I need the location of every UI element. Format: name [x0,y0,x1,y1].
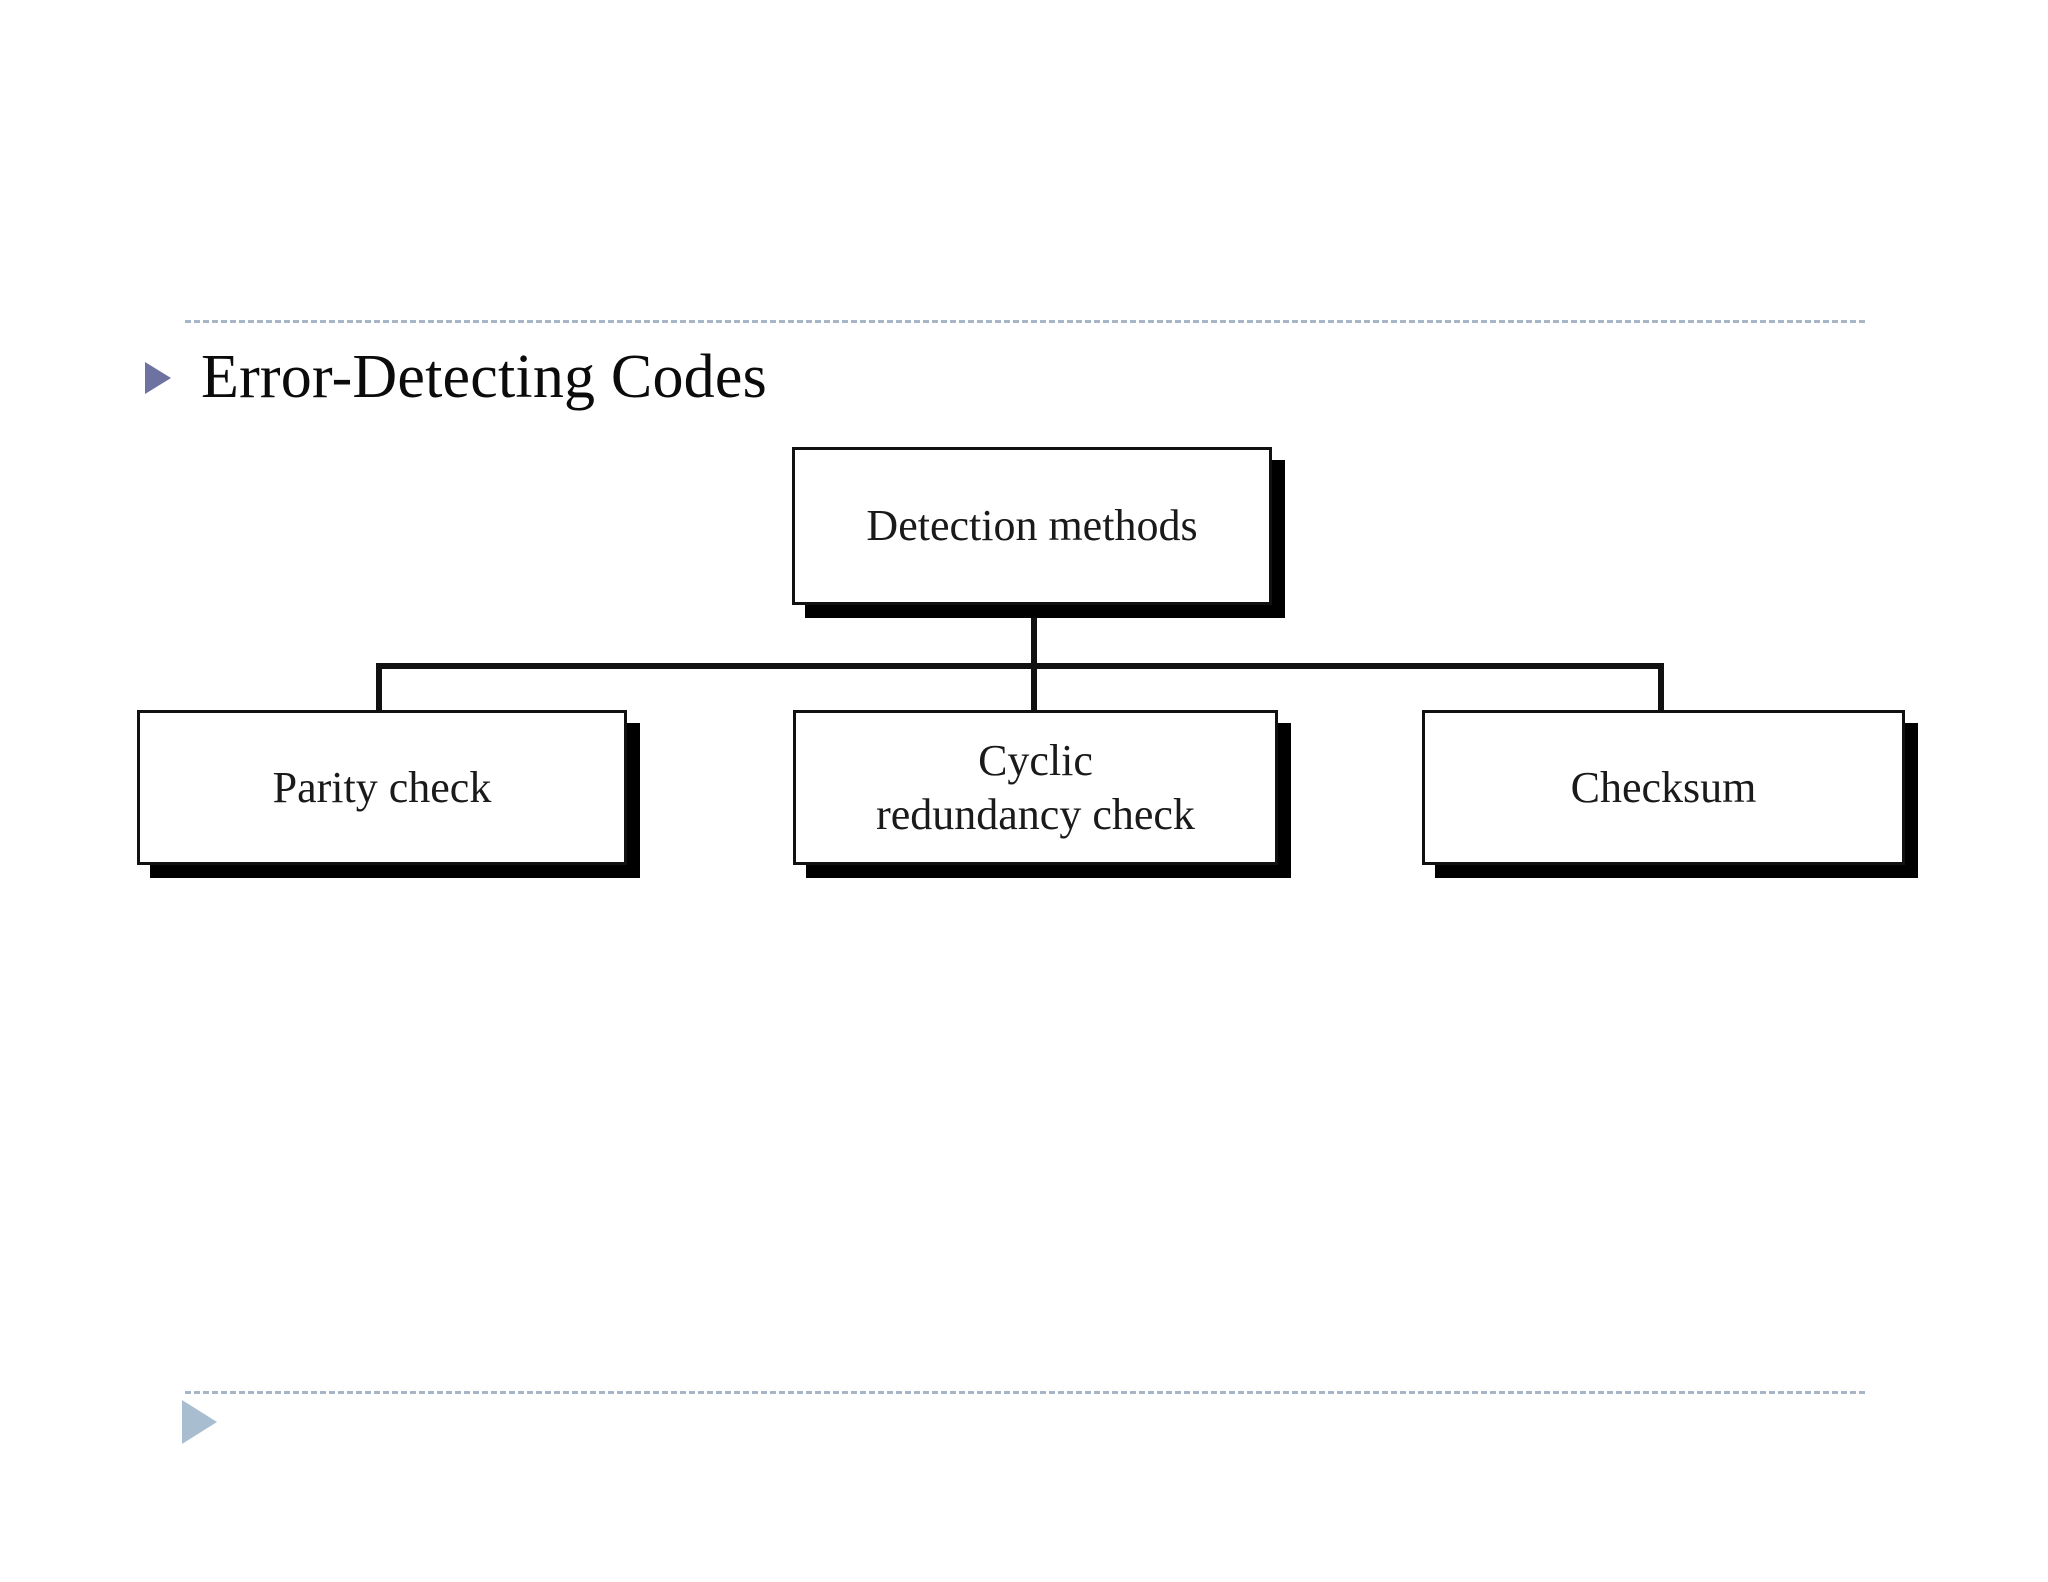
node-label: Parity check [272,762,492,812]
triangle-right-icon [182,1400,217,1444]
node-label: Checksum [1570,762,1757,812]
node-cyclic-redundancy-check[interactable]: Cyclic redundancy check [793,710,1278,865]
node-label: Detection methods [866,501,1198,551]
node-checksum[interactable]: Checksum [1422,710,1905,865]
page-title: Error-Detecting Codes [201,343,767,411]
connector-drop-left [376,663,382,712]
connector-horizontal-bus [376,663,1664,669]
node-detection-methods[interactable]: Detection methods [792,447,1272,605]
node-label-line-1: Cyclic [978,735,1093,785]
connector-root-stem [1031,618,1037,668]
connector-drop-right [1658,663,1664,712]
top-divider [185,320,1865,323]
node-label: Cyclic redundancy check [876,734,1195,841]
bottom-divider [185,1391,1865,1394]
node-label-line-2: redundancy check [876,789,1195,839]
slide-heading: Error-Detecting Codes [145,343,767,411]
connector-drop-center [1031,663,1037,712]
triangle-right-icon [145,361,171,394]
node-parity-check[interactable]: Parity check [137,710,627,865]
